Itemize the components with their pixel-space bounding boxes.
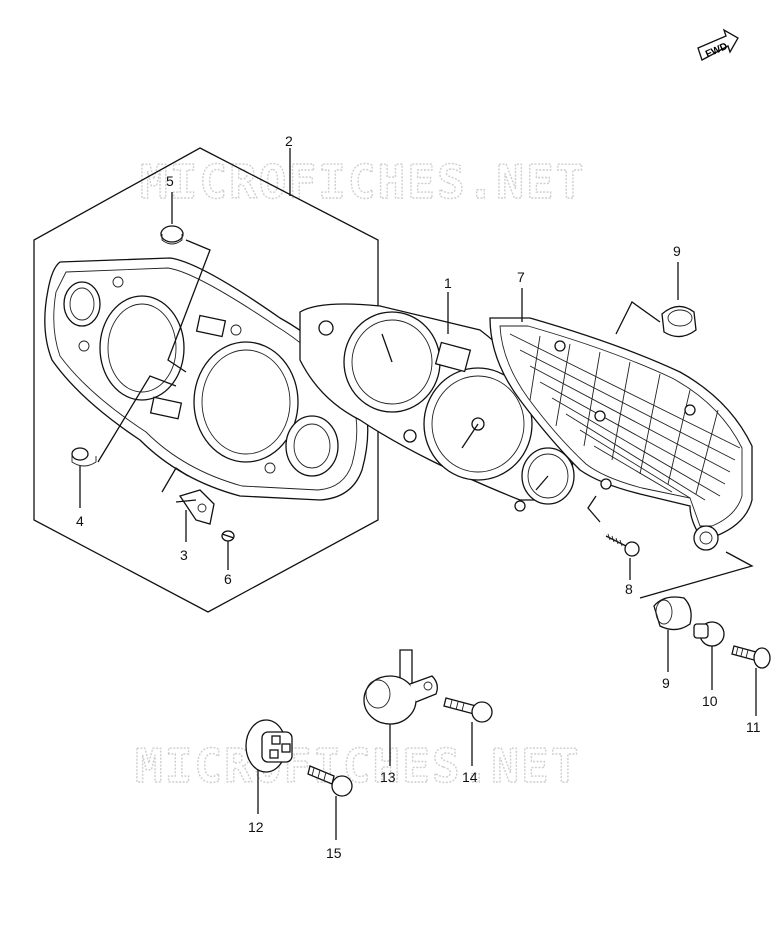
part-label-14: 14	[462, 769, 478, 785]
grommet-4	[71, 447, 97, 467]
leader-8b	[587, 495, 601, 523]
screw-8	[605, 533, 640, 557]
leader-5b	[167, 239, 211, 373]
leader-4b	[97, 375, 177, 463]
part-label-15: 15	[326, 845, 342, 861]
fwd-arrow-icon: FWD	[697, 28, 739, 61]
screw-15	[307, 765, 353, 797]
cap-5	[160, 225, 184, 245]
bolt-11	[731, 645, 771, 669]
bolt-14	[443, 697, 493, 723]
grommet-9-top	[661, 305, 697, 338]
group-outline	[33, 147, 379, 613]
grommet-9-bottom	[653, 596, 692, 631]
part-label-5: 5	[166, 173, 174, 189]
part-label-12: 12	[248, 819, 264, 835]
collar-10	[693, 621, 725, 647]
screw-6	[221, 530, 235, 542]
meter-housing	[44, 257, 369, 501]
part-label-9-top: 9	[673, 243, 681, 259]
leader-9-top-b	[615, 301, 661, 335]
part-label-2: 2	[285, 133, 293, 149]
bracket-3	[175, 489, 215, 525]
part-label-6: 6	[224, 571, 232, 587]
part-label-9-bottom: 9	[662, 675, 670, 691]
part-label-10: 10	[702, 693, 718, 709]
sensor-13	[363, 649, 438, 725]
socket-12	[245, 719, 293, 773]
meter-case	[489, 317, 753, 551]
part-label-4: 4	[76, 513, 84, 529]
part-label-7: 7	[517, 269, 525, 285]
leader-3a	[161, 467, 189, 493]
watermark-bottom: MICROFICHES.NET	[135, 739, 580, 793]
part-label-11: 11	[746, 719, 761, 735]
watermark-top: MICROFICHES.NET	[140, 155, 585, 209]
part-label-1: 1	[444, 275, 452, 291]
part-label-8: 8	[625, 581, 633, 597]
part-label-13: 13	[380, 769, 396, 785]
part-label-3: 3	[180, 547, 188, 563]
leader-8c	[639, 551, 754, 599]
